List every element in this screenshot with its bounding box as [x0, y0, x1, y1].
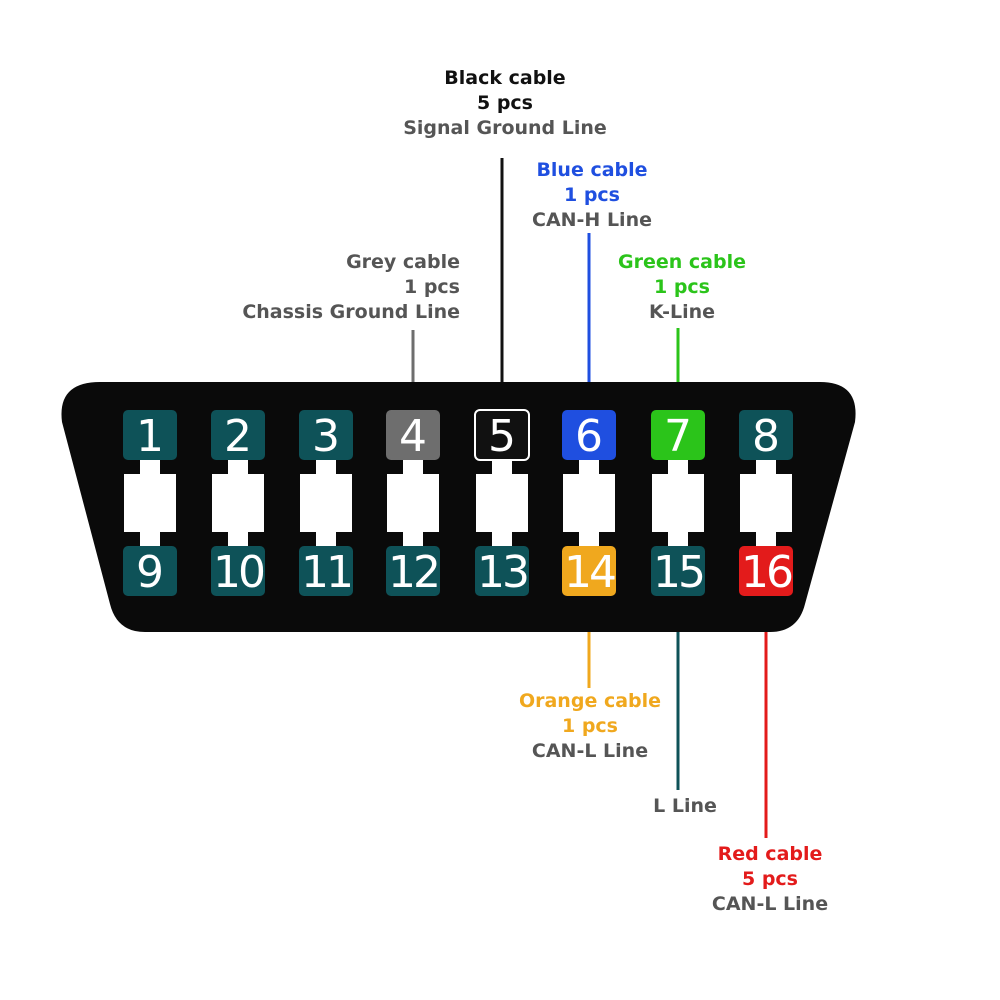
- pin-slot: [476, 460, 528, 546]
- green-cable-callout: Green cable 1 pcs K-Line: [597, 250, 767, 325]
- pin-slot: [563, 460, 615, 546]
- orange-cable-desc: CAN-L Line: [531, 740, 649, 762]
- grey-cable-callout: Grey cable 1 pcs Chassis Ground Line: [180, 250, 460, 325]
- pin-box: [123, 546, 177, 596]
- pin-6: 6: [562, 410, 616, 462]
- pin-box: [386, 410, 440, 460]
- pin-box: [475, 546, 529, 596]
- pin-box: [299, 410, 353, 460]
- teal-cable-desc: L Line: [653, 795, 717, 817]
- black-cable-qty: 5 pcs: [476, 92, 533, 114]
- orange-cable-callout: Orange cable 1 pcs CAN-L Line: [495, 689, 685, 764]
- pin-11: 11: [299, 546, 354, 598]
- grey-cable-qty: 1 pcs: [403, 276, 460, 298]
- green-cable-title: Green cable: [618, 251, 746, 273]
- red-cable-title: Red cable: [717, 843, 823, 865]
- orange-cable-qty: 1 pcs: [561, 715, 618, 737]
- pin-number: 13: [477, 547, 527, 598]
- pin-number: 3: [312, 411, 340, 462]
- pin-slot: [387, 460, 439, 546]
- pin-16: 16: [739, 546, 795, 598]
- pin-14: 14: [562, 546, 618, 598]
- pin-number: 12: [388, 547, 438, 598]
- pin-number: 4: [399, 411, 427, 462]
- black-cable-title: Black cable: [444, 67, 566, 89]
- pin-box: [562, 410, 616, 460]
- black-cable-desc: Signal Ground Line: [403, 117, 607, 139]
- black-cable-callout: Black cable 5 pcs Signal Ground Line: [385, 66, 625, 141]
- pin-number: 7: [664, 411, 692, 462]
- pin-slot: [212, 460, 264, 546]
- pin-box: [211, 410, 265, 460]
- pin-box: [739, 546, 793, 596]
- pin-slot: [124, 460, 176, 546]
- blue-cable-qty: 1 pcs: [563, 184, 620, 206]
- pin-12: 12: [386, 546, 441, 598]
- pin-3: 3: [299, 410, 353, 462]
- red-cable-callout: Red cable 5 pcs CAN-L Line: [690, 842, 850, 917]
- pin-1: 1: [123, 410, 177, 462]
- connector-body: [61, 382, 856, 632]
- pin-13: 13: [475, 546, 530, 598]
- pin-slot: [300, 460, 352, 546]
- pin-box: [651, 546, 705, 596]
- pin-number: 15: [653, 547, 703, 598]
- blue-cable-callout: Blue cable 1 pcs CAN-H Line: [502, 158, 682, 233]
- pin-7: 7: [651, 410, 705, 462]
- pin-number: 1: [136, 411, 164, 462]
- pin-box: [299, 546, 353, 596]
- blue-cable-title: Blue cable: [536, 159, 648, 181]
- pin-slots: [124, 460, 792, 546]
- pin-box: [739, 410, 793, 460]
- pin-box: [211, 546, 265, 596]
- blue-cable-desc: CAN-H Line: [532, 209, 652, 231]
- pin-slot: [652, 460, 704, 546]
- green-cable-desc: K-Line: [649, 301, 715, 323]
- red-cable-desc: CAN-L Line: [711, 893, 829, 915]
- pin-box: [651, 410, 705, 460]
- pin-5: 5: [474, 409, 530, 462]
- pin-15: 15: [651, 546, 706, 598]
- pin-10: 10: [211, 546, 267, 598]
- pin-number: 16: [741, 547, 792, 598]
- pin-number: 8: [752, 411, 780, 462]
- pin-9: 9: [123, 546, 177, 598]
- pin-box: [386, 546, 440, 596]
- pin-box: [562, 546, 616, 596]
- grey-cable-desc: Chassis Ground Line: [242, 301, 460, 323]
- pin-2: 2: [211, 410, 265, 462]
- pin-box: [123, 410, 177, 460]
- orange-cable-title: Orange cable: [518, 690, 662, 712]
- pin-number: 9: [136, 547, 164, 598]
- pin-number: 2: [224, 411, 252, 462]
- pin-number: 6: [575, 411, 603, 462]
- pin-slot: [740, 460, 792, 546]
- pin-4: 4: [386, 410, 440, 462]
- red-cable-qty: 5 pcs: [741, 868, 798, 890]
- pin-number: 10: [213, 547, 264, 598]
- pin-number: 5: [488, 411, 516, 462]
- pin-number: 14: [564, 547, 615, 598]
- pin-8: 8: [739, 410, 793, 462]
- pin-number: 11: [301, 547, 351, 598]
- green-cable-qty: 1 pcs: [653, 276, 710, 298]
- pin-box: [474, 409, 530, 461]
- teal-cable-callout: L Line: [630, 794, 740, 819]
- grey-cable-title: Grey cable: [346, 251, 460, 273]
